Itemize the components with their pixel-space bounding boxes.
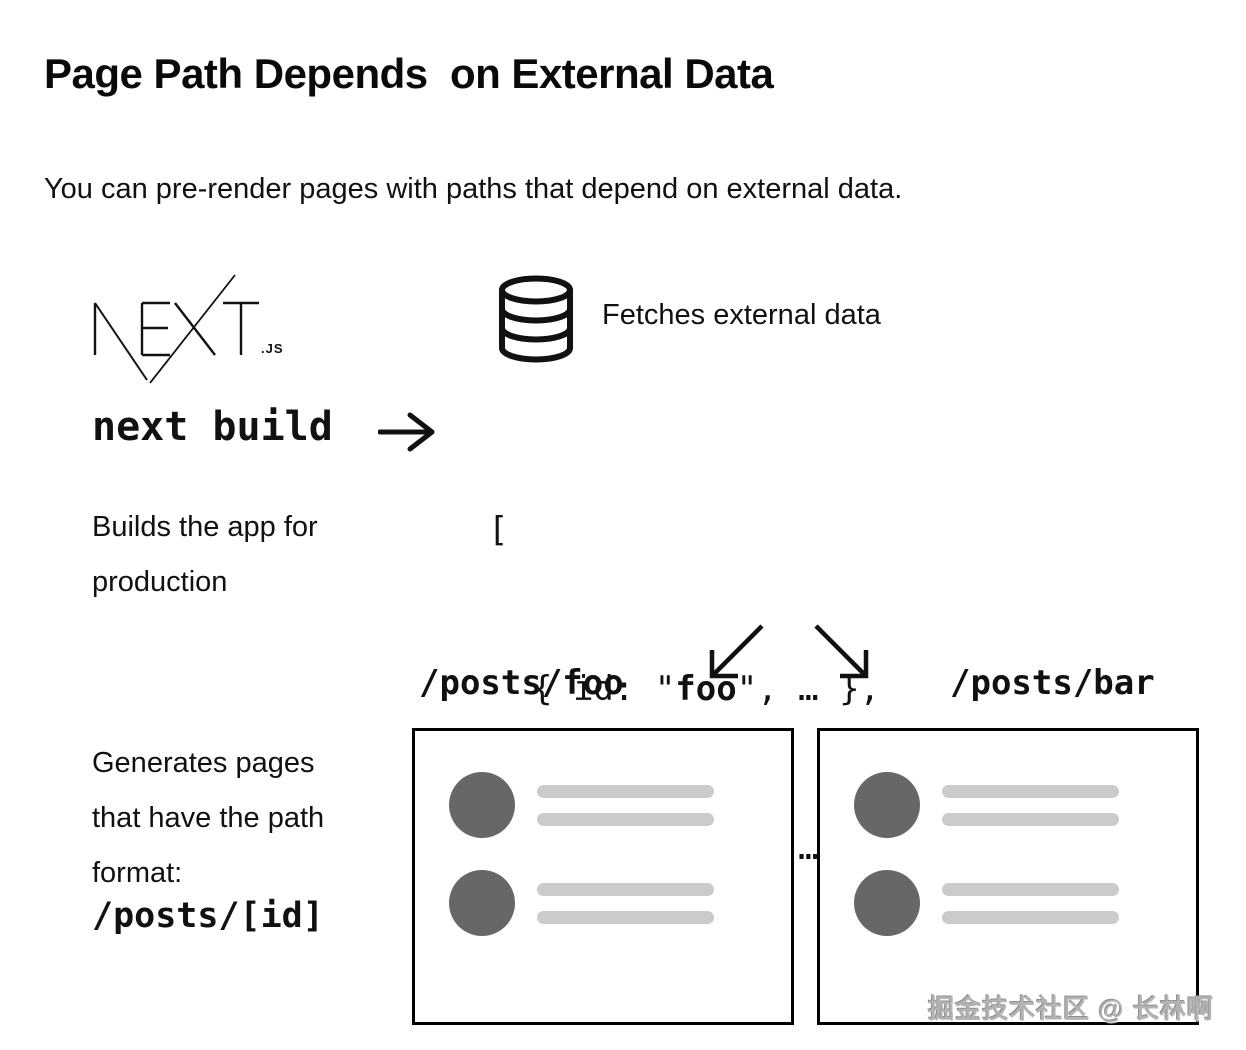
avatar-circle [449, 772, 515, 838]
logo-js-suffix: .JS [261, 341, 284, 356]
list-item [449, 772, 791, 838]
database-icon [499, 275, 573, 363]
build-caption-line: Builds the app for [92, 511, 318, 543]
generates-caption: Generates pages that have the path forma… [92, 736, 324, 901]
text-line-bar [942, 882, 1119, 896]
right-arrow-icon [378, 412, 435, 452]
fetches-label: Fetches external data [602, 299, 881, 331]
page-subtitle: You can pre-render pages with paths that… [44, 173, 903, 205]
text-line-bar [537, 784, 714, 798]
watermark: 掘金技术社区 @ 长林啊 [928, 994, 1214, 1024]
text-line-bar [537, 812, 714, 826]
text-line-bar [537, 910, 714, 924]
down-right-arrow-icon [814, 624, 869, 679]
nextjs-logo: .JS [93, 274, 284, 384]
page-mockup-foo [412, 728, 794, 1025]
path-label-bar: /posts/bar [950, 663, 1155, 703]
text-line-bar [537, 882, 714, 896]
text-line-bar [942, 812, 1119, 826]
text-line-bar [942, 910, 1119, 924]
build-caption-line: production [92, 566, 228, 598]
generates-caption-line: format: [92, 857, 183, 889]
text-placeholder-bars [537, 784, 714, 826]
generates-caption-line: that have the path [92, 802, 325, 834]
code-text: { id: " [532, 669, 676, 709]
down-left-arrow-icon [709, 624, 764, 679]
code-open-bracket: [ [488, 510, 509, 550]
text-placeholder-bars [537, 882, 714, 924]
generates-caption-line: Generates pages [92, 747, 315, 779]
avatar-circle [449, 870, 515, 936]
next-build-command: next build [92, 404, 333, 450]
path-label-foo: /posts/foo [419, 663, 624, 703]
text-placeholder-bars [942, 784, 1119, 826]
code-text: ", … }, [736, 669, 881, 709]
avatar-circle [854, 870, 920, 936]
list-item [449, 870, 791, 936]
page-mockup-bar [817, 728, 1199, 1025]
path-format-code: /posts/[id] [92, 896, 324, 936]
page-title: Page Path Depends on External Data [44, 50, 774, 97]
text-line-bar [942, 784, 1119, 798]
text-placeholder-bars [942, 882, 1119, 924]
avatar-circle [854, 772, 920, 838]
build-caption: Builds the app for production [92, 500, 318, 610]
list-item [854, 870, 1196, 936]
list-item [854, 772, 1196, 838]
